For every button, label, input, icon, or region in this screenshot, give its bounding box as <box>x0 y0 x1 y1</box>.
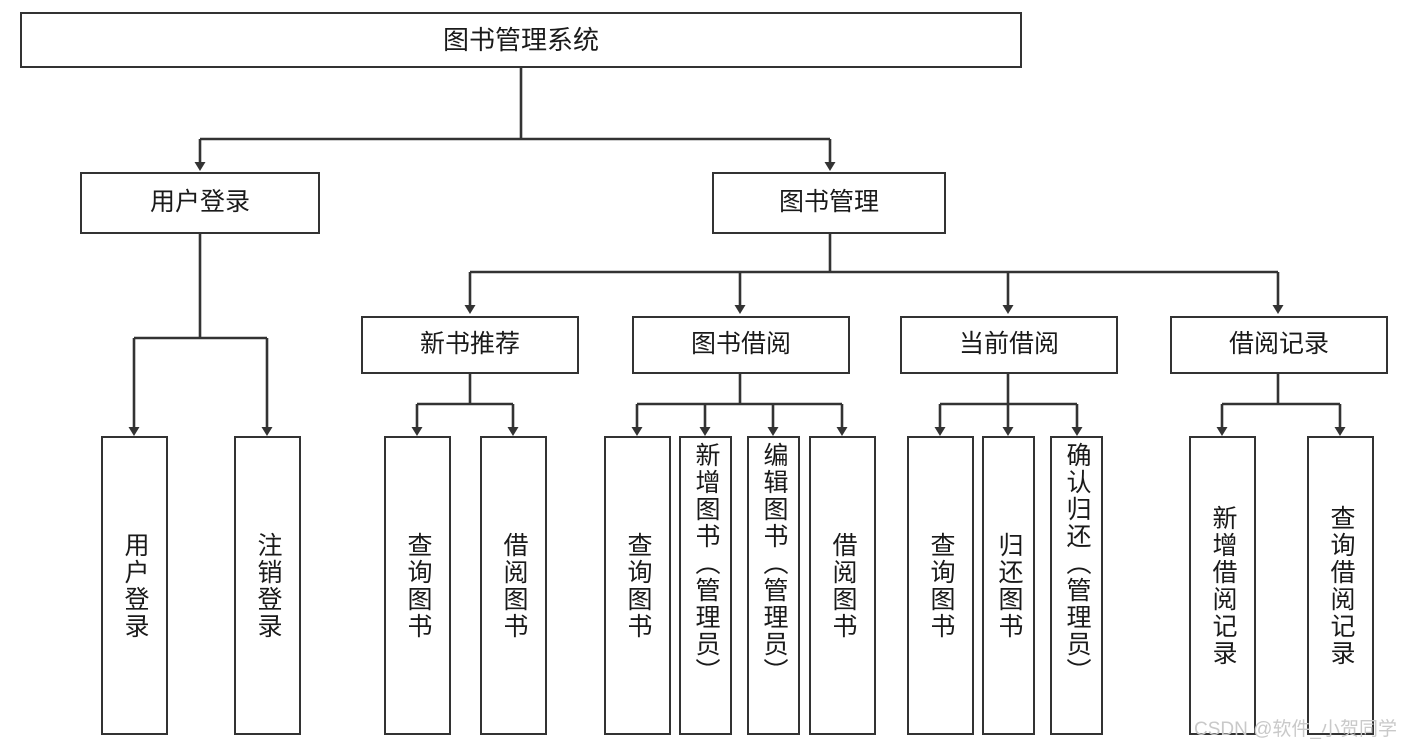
node-leaf-logout[interactable]: 注销登录 <box>234 436 301 735</box>
csdn-watermark: CSDN @软件_小贺同学 <box>1194 719 1397 740</box>
node-leaf-edit-book[interactable]: 编辑图书（管理员） <box>747 436 800 735</box>
node-current-borrow-label: 当前借阅 <box>958 330 1059 359</box>
node-leaf-add-record[interactable]: 新增借阅记录 <box>1189 436 1256 735</box>
node-leaf-add-book[interactable]: 新增图书（管理员） <box>679 436 732 735</box>
node-leaf-borrow-book-2-label: 借阅图书 <box>829 531 857 640</box>
node-leaf-add-record-label: 新增借阅记录 <box>1209 504 1237 667</box>
node-borrow-record-label: 借阅记录 <box>1228 330 1329 359</box>
node-leaf-add-book-label: 新增图书（管理员） <box>692 442 720 685</box>
node-leaf-user-login[interactable]: 用户登录 <box>101 436 168 735</box>
node-borrow-record[interactable]: 借阅记录 <box>1170 316 1388 374</box>
node-book-manage-label: 图书管理 <box>778 188 879 217</box>
node-root[interactable]: 图书管理系统 <box>20 12 1022 68</box>
node-leaf-borrow-book-1-label: 借阅图书 <box>500 531 528 640</box>
node-book-manage[interactable]: 图书管理 <box>712 172 946 234</box>
node-leaf-query-book-2-label: 查询图书 <box>624 531 652 640</box>
node-current-borrow[interactable]: 当前借阅 <box>900 316 1118 374</box>
node-new-book-rec-label: 新书推荐 <box>419 330 520 359</box>
node-leaf-query-book-1[interactable]: 查询图书 <box>384 436 451 735</box>
node-leaf-logout-label: 注销登录 <box>254 531 282 640</box>
node-user-login-label: 用户登录 <box>149 188 250 217</box>
node-leaf-query-record[interactable]: 查询借阅记录 <box>1307 436 1374 735</box>
node-leaf-query-book-3-label: 查询图书 <box>927 531 955 640</box>
node-leaf-user-login-label: 用户登录 <box>121 531 149 640</box>
node-book-borrow-label: 图书借阅 <box>690 330 791 359</box>
node-leaf-borrow-book-2[interactable]: 借阅图书 <box>809 436 876 735</box>
node-root-label: 图书管理系统 <box>442 24 599 55</box>
node-leaf-query-book-2[interactable]: 查询图书 <box>604 436 671 735</box>
node-leaf-confirm-return[interactable]: 确认归还（管理员） <box>1050 436 1103 735</box>
node-leaf-edit-book-label: 编辑图书（管理员） <box>760 442 788 685</box>
node-user-login[interactable]: 用户登录 <box>80 172 320 234</box>
node-leaf-return-book[interactable]: 归还图书 <box>982 436 1035 735</box>
node-new-book-rec[interactable]: 新书推荐 <box>361 316 579 374</box>
node-leaf-return-book-label: 归还图书 <box>995 531 1023 640</box>
node-leaf-query-book-3[interactable]: 查询图书 <box>907 436 974 735</box>
node-leaf-query-record-label: 查询借阅记录 <box>1327 504 1355 667</box>
node-leaf-borrow-book-1[interactable]: 借阅图书 <box>480 436 547 735</box>
node-leaf-confirm-return-label: 确认归还（管理员） <box>1063 442 1091 685</box>
node-leaf-query-book-1-label: 查询图书 <box>404 531 432 640</box>
node-book-borrow[interactable]: 图书借阅 <box>632 316 850 374</box>
